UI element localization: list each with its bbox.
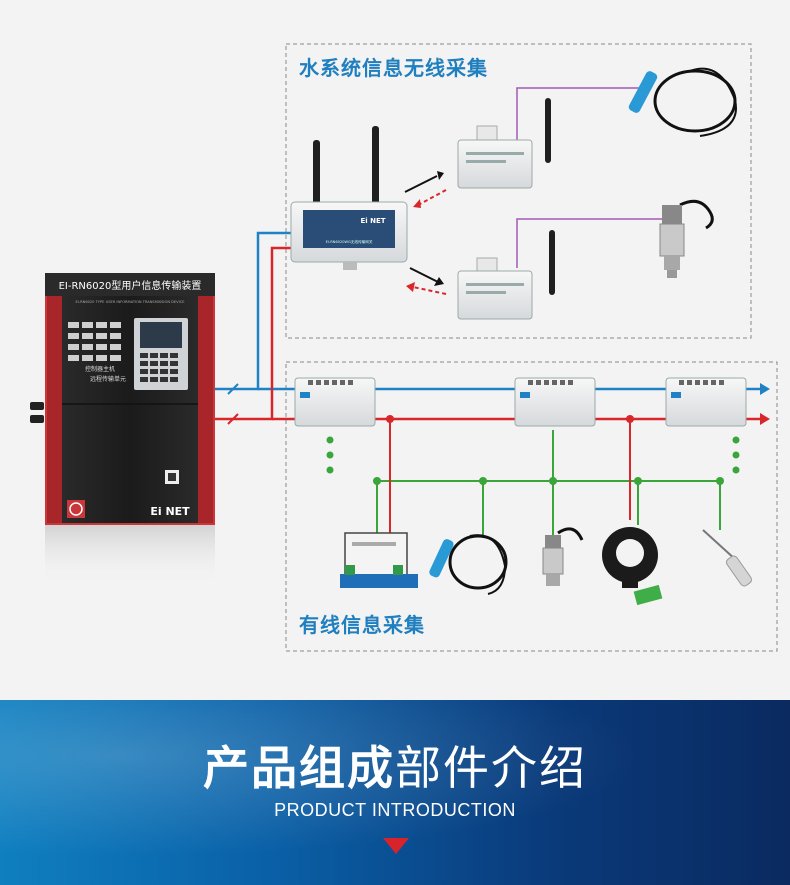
cabinet-device: EI-RN6020型用户信息传输装置 EI-RN6020 TYPE USER I… [30, 273, 215, 585]
banner-title-bold: 产品组成 [203, 741, 395, 795]
sensor-bus [373, 430, 724, 545]
down-arrow-icon [383, 838, 409, 854]
wired-section-frame [285, 361, 778, 652]
wired-section-title: 有线信息采集 [299, 613, 425, 637]
cabinet-panel-text-2: 远程传输单元 [90, 375, 126, 383]
pressure-transmitter-icon [542, 527, 584, 586]
pressure-sensor-icon [659, 199, 714, 278]
current-transformer-icon [602, 527, 663, 606]
wired-module-3 [665, 377, 747, 427]
gateway-brand: Ei NET [360, 217, 385, 225]
cabinet-brand: Ei NET [150, 505, 190, 518]
wireless-gateway: Ei NET EI-RN6020WG无线传输网关 [290, 126, 408, 270]
liquid-level-sensor-icon [628, 67, 737, 137]
wireless-section-title: 水系统信息无线采集 [299, 56, 488, 80]
wireless-section-frame [285, 43, 752, 339]
banner-title: 产品组成部件介绍 [0, 732, 790, 798]
led-indicator-grid [68, 322, 121, 361]
gateway-label: EI-RN6020WG无线传输网关 [326, 239, 373, 244]
wired-module-2 [514, 377, 596, 427]
cabinet-panel-text-1: 控制器主机 [85, 365, 115, 373]
wireless-sensor-links [516, 87, 665, 268]
cabinet-title: EI-RN6020型用户信息传输装置 [59, 279, 202, 292]
temperature-probe-icon [702, 529, 753, 587]
cabinet-subtitle: EI-RN6020 TYPE USER INFORMATION TRANSMIS… [76, 300, 186, 304]
keypad [140, 353, 178, 382]
product-intro-banner: 产品组成部件介绍 PRODUCT INTRODUCTION [0, 700, 790, 885]
banner-subtitle: PRODUCT INTRODUCTION [274, 800, 516, 820]
wireless-sensor-module-2 [457, 230, 555, 320]
transformer-module-icon [340, 532, 418, 588]
water-level-probe-icon [429, 534, 508, 595]
power-drops [386, 415, 634, 545]
wired-module-1 [294, 377, 376, 427]
diagram-canvas: EI-RN6020型用户信息传输装置 EI-RN6020 TYPE USER I… [30, 43, 778, 652]
wireless-sensor-module-1 [457, 98, 551, 189]
wireless-signal-arrows [404, 171, 447, 295]
banner-title-light: 部件介绍 [395, 741, 587, 795]
key-lock-icon [30, 402, 44, 423]
system-diagram: EI-RN6020型用户信息传输装置 EI-RN6020 TYPE USER I… [30, 43, 778, 652]
more-devices-dots [326, 436, 740, 474]
